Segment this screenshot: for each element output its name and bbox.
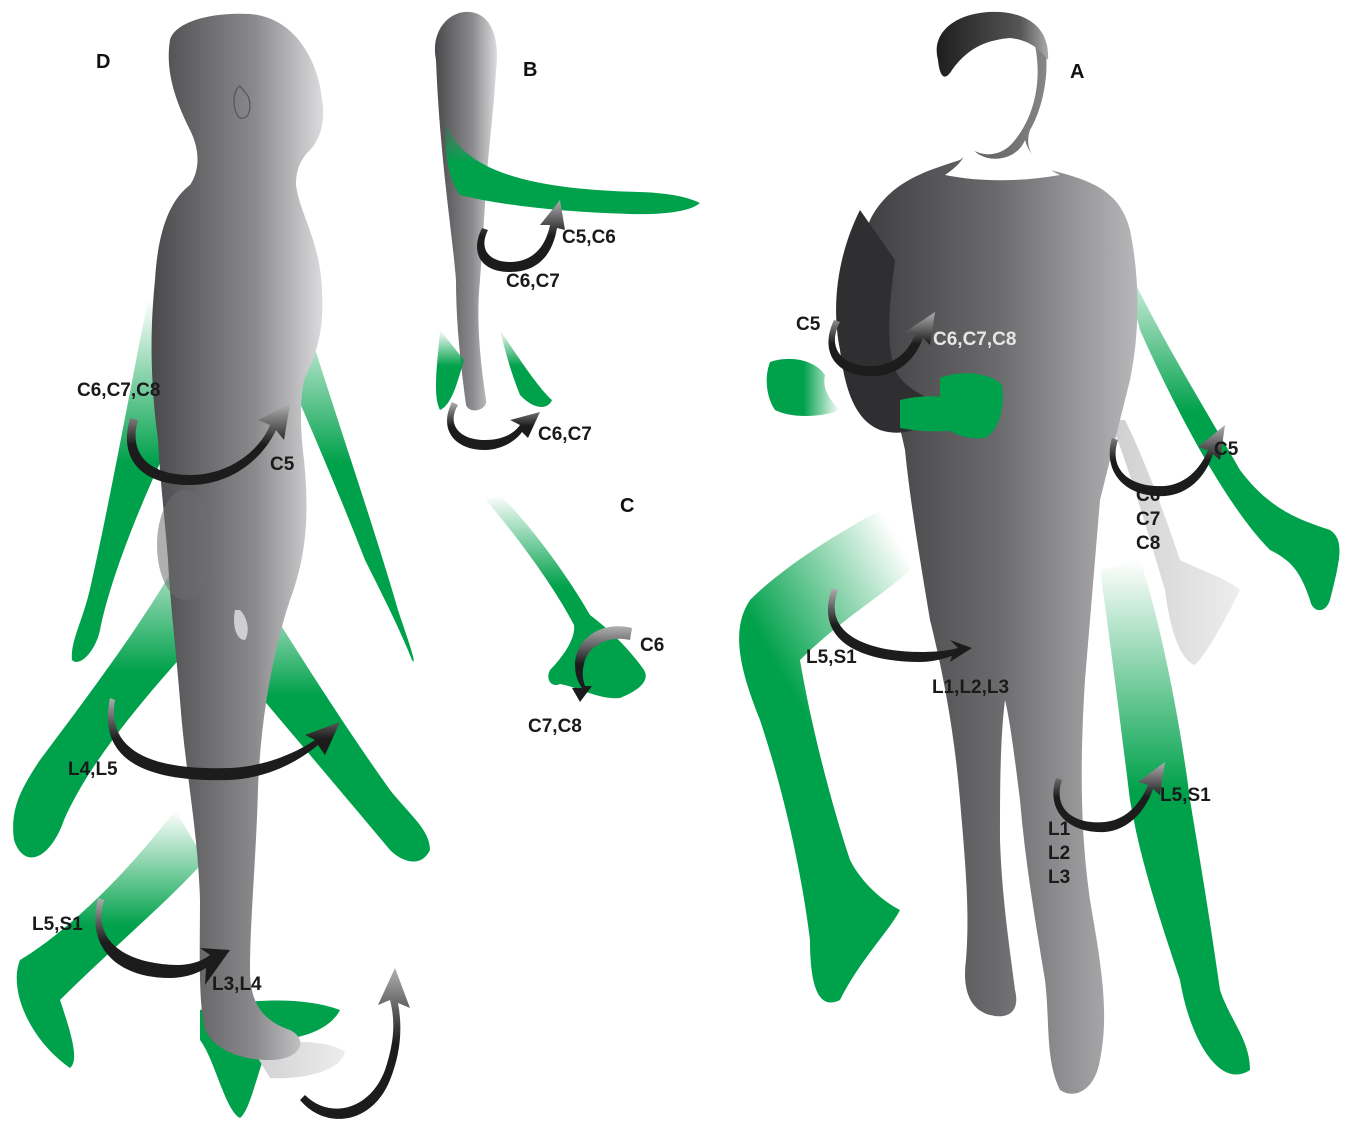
label-knee-extension: L5,S1 bbox=[1160, 786, 1211, 805]
label-shoulder-forward: C5 bbox=[270, 455, 294, 474]
panel-label-a: A bbox=[1070, 62, 1084, 82]
panel-label-d: D bbox=[96, 52, 110, 72]
hip bbox=[157, 490, 213, 600]
label-knee-flexion-3: L3 bbox=[1048, 866, 1070, 890]
label-forearm-rotation-back: C6,C7 bbox=[506, 272, 560, 291]
hand-figure-c bbox=[486, 495, 646, 698]
label-arm-adduction-3: C8 bbox=[1136, 532, 1160, 556]
arm-figure-b bbox=[435, 12, 700, 411]
label-elbow-flexion: C5 bbox=[796, 315, 820, 334]
green-leg-left bbox=[739, 500, 910, 1003]
label-pronation: C6 bbox=[640, 636, 664, 655]
label-arm-adduction: C6 C7 C8 bbox=[1136, 484, 1160, 556]
panel-label-b: B bbox=[523, 60, 537, 80]
green-arm-right bbox=[1120, 250, 1339, 610]
label-hip-flexion: L5,S1 bbox=[806, 648, 857, 667]
label-hip: L4,L5 bbox=[68, 760, 118, 779]
label-hip-extension: L1,L2,L3 bbox=[932, 678, 1009, 697]
label-knee-flexion: L1 L2 L3 bbox=[1048, 818, 1070, 890]
label-arm-abduction: C5 bbox=[1214, 440, 1238, 459]
label-elbow-extension: C6,C7,C8 bbox=[933, 330, 1016, 349]
green-forearm-fist bbox=[900, 396, 960, 431]
green-fist-left bbox=[767, 359, 840, 416]
label-shoulder-back: C6,C7,C8 bbox=[77, 381, 160, 400]
label-knee-flexion-2: L2 bbox=[1048, 842, 1070, 866]
green-hands bbox=[436, 330, 552, 410]
green-forearm-c bbox=[486, 495, 646, 698]
label-arm-adduction-1: C6 bbox=[1136, 484, 1160, 508]
label-wrist-rotation: C6,C7 bbox=[538, 425, 592, 444]
label-arm-adduction-2: C7 bbox=[1136, 508, 1160, 532]
label-supination: C7,C8 bbox=[528, 717, 582, 736]
label-forearm-rotation: C5,C6 bbox=[562, 228, 616, 247]
label-knee-back: L5,S1 bbox=[32, 915, 83, 934]
curved-arrow-icon bbox=[447, 402, 540, 450]
label-knee-flexion-1: L1 bbox=[1048, 818, 1070, 842]
label-knee-forward: L3,L4 bbox=[212, 975, 262, 994]
panel-label-c: C bbox=[620, 496, 634, 516]
curved-arrow-icon bbox=[477, 200, 565, 272]
figure-front-view bbox=[739, 12, 1339, 1094]
